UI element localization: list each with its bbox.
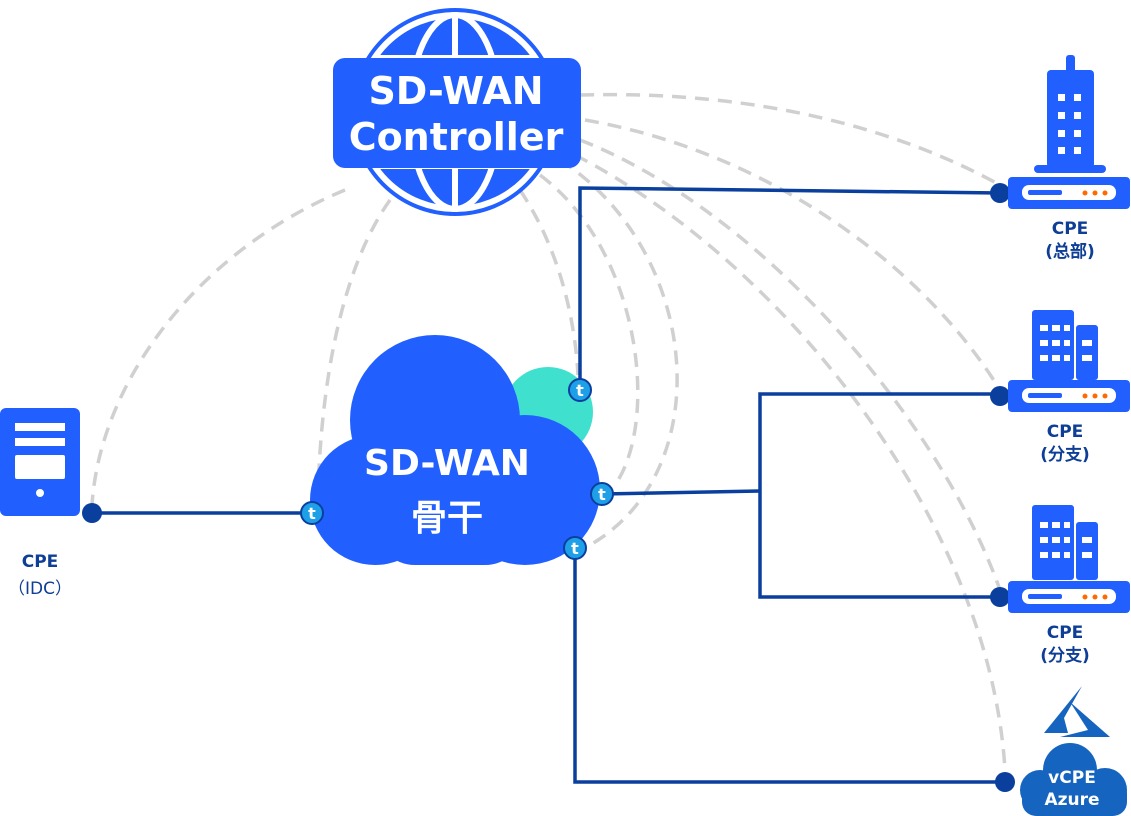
svg-text:t: t (308, 504, 316, 523)
router-icon (990, 581, 1130, 613)
cpe-hq-name: CPE (1052, 219, 1089, 239)
cpe-hq[interactable]: CPE (总部) (990, 55, 1130, 262)
vcpe-azure-line1: vCPE (1048, 768, 1096, 788)
svg-text:t: t (576, 381, 584, 400)
cpe-branch-1[interactable]: CPE (分支) (990, 310, 1130, 465)
cpe-idc[interactable]: CPE （IDC） (0, 408, 102, 599)
svg-text:t: t (571, 539, 579, 558)
office-building-icon (1032, 505, 1098, 580)
cpe-branch-1-name: CPE (1047, 422, 1084, 442)
cpe-branch-2[interactable]: CPE (分支) (990, 505, 1130, 666)
cpe-branch-2-sub: (分支) (1040, 645, 1090, 666)
server-icon (0, 408, 102, 523)
azure-logo-icon (1044, 686, 1110, 737)
vcpe-azure[interactable]: vCPE Azure (995, 686, 1127, 816)
cpe-idc-name: CPE (22, 552, 59, 572)
skyscraper-icon (1034, 55, 1106, 173)
controller-title-line2: Controller (349, 115, 564, 159)
backbone-title-line1: SD-WAN (364, 443, 530, 484)
cpe-hq-sub: (总部) (1045, 241, 1095, 262)
sdwan-backbone-cloud[interactable]: SD-WAN 骨干 (310, 335, 600, 565)
cpe-branch-1-sub: (分支) (1040, 444, 1090, 465)
tunnel-endpoints: t t t t (300, 378, 614, 560)
vcpe-azure-line2: Azure (1044, 790, 1099, 810)
cloud-icon (995, 743, 1127, 816)
sdwan-controller[interactable]: SD-WAN Controller (333, 8, 581, 216)
tunnel-icon: t (568, 378, 592, 402)
tunnel-icon: t (590, 482, 614, 506)
backbone-title-line2: 骨干 (411, 498, 483, 539)
tunnel-icon: t (300, 501, 324, 525)
cloud-icon (310, 335, 600, 565)
cpe-branch-2-name: CPE (1047, 623, 1084, 643)
data-links (92, 186, 1005, 784)
tunnel-icon: t (563, 536, 587, 560)
controller-title-line1: SD-WAN (368, 69, 543, 113)
cpe-idc-sub: （IDC） (8, 579, 72, 599)
router-icon (990, 380, 1130, 412)
office-building-icon (1032, 310, 1098, 380)
router-icon (990, 177, 1130, 209)
svg-text:t: t (598, 485, 606, 504)
management-links (90, 92, 1007, 771)
